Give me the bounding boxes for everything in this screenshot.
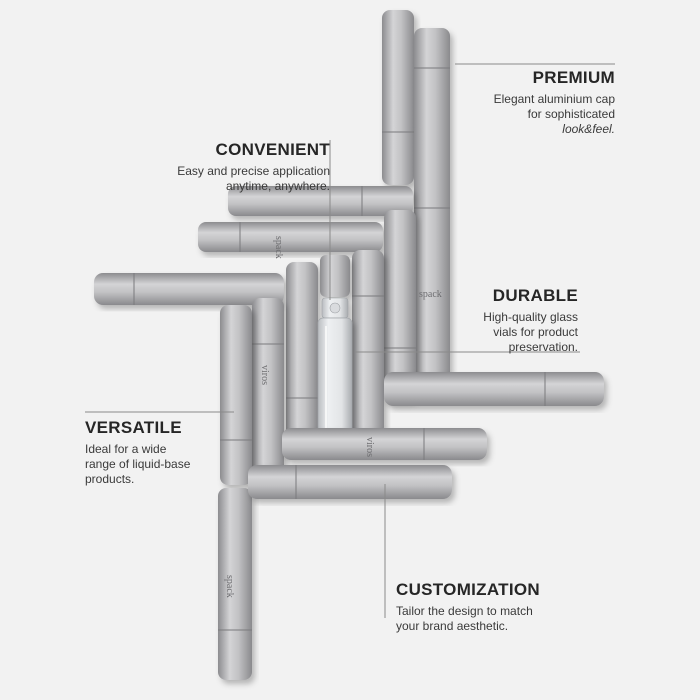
tube-vertical-7: [220, 305, 252, 485]
versatile-description: Ideal for a wide range of liquid-base pr…: [85, 442, 225, 487]
convenient-title: CONVENIENT: [215, 140, 330, 159]
feature-durable: DURABLE High-quality glass vials for pro…: [460, 286, 578, 355]
premium-desc-line: Elegant aluminium cap: [493, 92, 615, 106]
tube-horizontal-5: [282, 428, 487, 460]
glass-vial: [317, 255, 353, 445]
feature-premium: PREMIUM Elegant aluminium cap for sophis…: [460, 68, 615, 137]
brand-mark: viros: [364, 437, 375, 457]
premium-desc-line: for sophisticated: [527, 107, 615, 121]
convenient-description: Easy and precise application anytime, an…: [150, 164, 330, 194]
brand-mark: spack: [224, 575, 235, 598]
durable-title: DURABLE: [492, 286, 578, 305]
versatile-title: VERSATILE: [85, 418, 182, 437]
premium-title: PREMIUM: [532, 68, 615, 87]
durable-desc-line: High-quality glass: [483, 310, 578, 324]
tube-horizontal-2: [198, 222, 383, 252]
brand-mark: spack: [419, 289, 442, 300]
feature-versatile: VERSATILE Ideal for a wide range of liqu…: [85, 418, 225, 487]
convenient-desc-line: anytime, anywhere.: [225, 179, 330, 193]
tube-horizontal-6: [248, 465, 452, 499]
customization-desc-line: your brand aesthetic.: [396, 619, 509, 633]
customization-desc-line: Tailor the design to match: [396, 604, 533, 618]
tube-vertical-3: [384, 210, 416, 400]
customization-description: Tailor the design to match your brand ae…: [396, 604, 596, 634]
tube-vertical-4: [352, 250, 384, 435]
convenient-desc-line: Easy and precise application: [177, 164, 330, 178]
tube-vertical-6: [252, 298, 284, 483]
feature-convenient: CONVENIENT Easy and precise application …: [150, 140, 330, 194]
brand-mark: spack: [273, 236, 284, 259]
premium-desc-emphasis: look&feel.: [562, 122, 615, 136]
premium-description: Elegant aluminium cap for sophisticated …: [460, 92, 615, 137]
tube-vertical-8: [218, 488, 252, 680]
customization-title: CUSTOMIZATION: [396, 580, 540, 599]
leader-lines: [85, 63, 615, 618]
tube-vertical-5: [286, 262, 318, 450]
tube-vertical-1: [382, 10, 414, 185]
tube-vertical-2: [414, 28, 450, 393]
durable-desc-line: preservation.: [508, 340, 578, 354]
tube-horizontal-3: [94, 273, 284, 305]
tube-horizontal-4: [384, 372, 604, 406]
versatile-desc-line: range of liquid-base: [85, 457, 191, 471]
brand-mark: viros: [259, 365, 270, 385]
versatile-desc-line: products.: [85, 472, 135, 486]
durable-description: High-quality glass vials for product pre…: [460, 310, 578, 355]
durable-desc-line: vials for product: [493, 325, 578, 339]
versatile-desc-line: Ideal for a wide: [85, 442, 167, 456]
feature-customization: CUSTOMIZATION Tailor the design to match…: [396, 580, 596, 634]
tube-horizontal-1: [228, 186, 413, 216]
